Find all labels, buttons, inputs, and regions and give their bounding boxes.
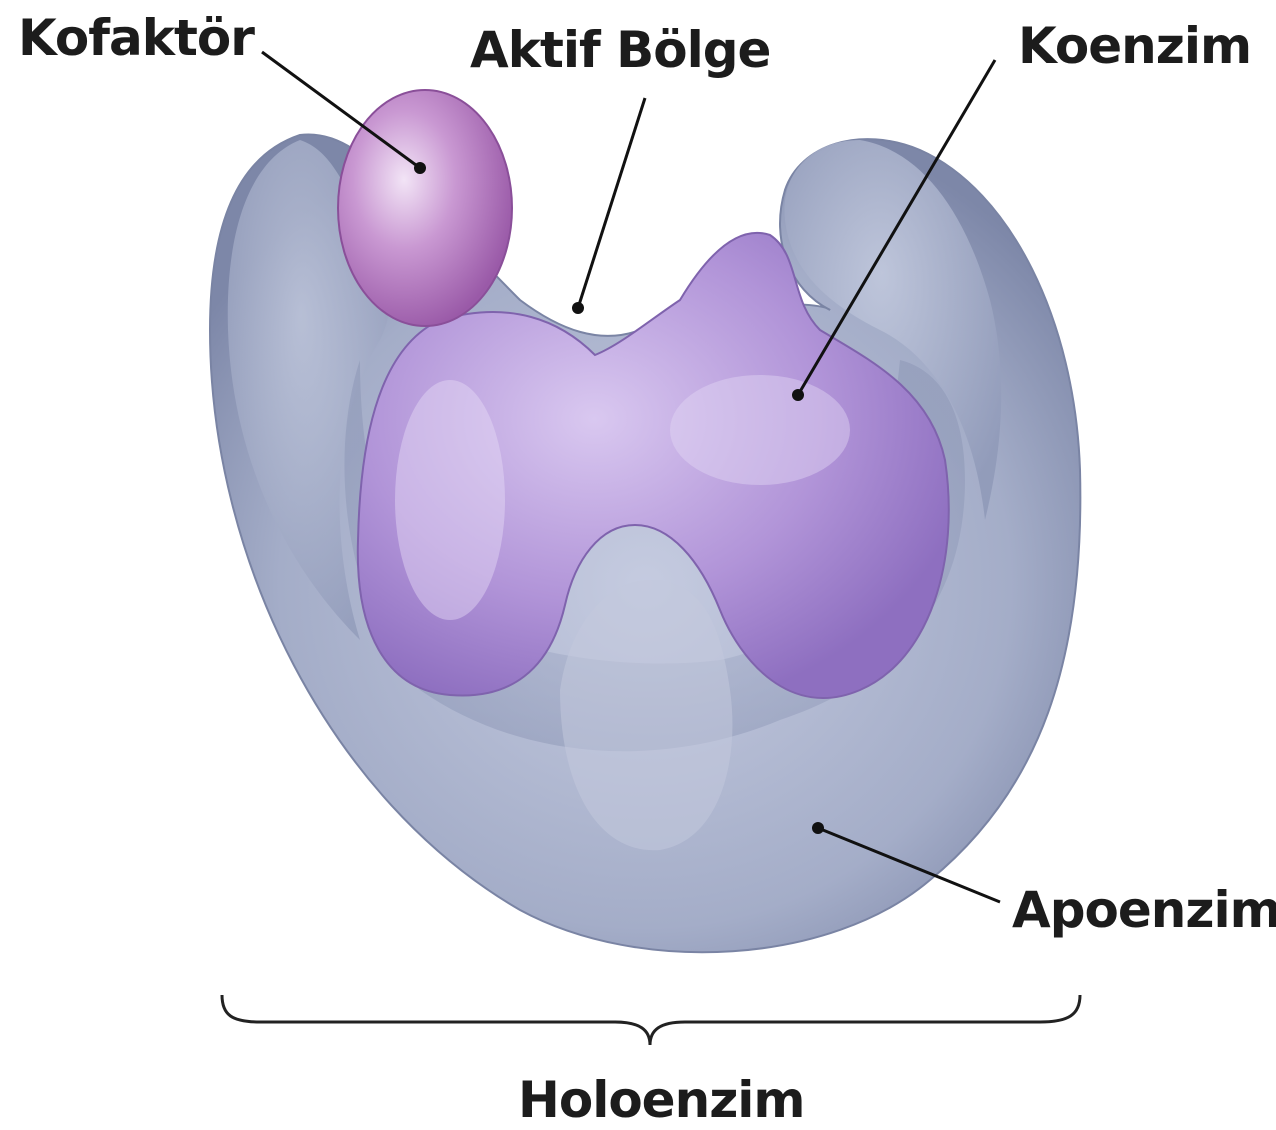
- apoenzyme-dot: [812, 822, 824, 834]
- holoenzyme-brace: [222, 995, 1080, 1045]
- coenzyme-highlight-right: [670, 375, 850, 485]
- cofactor-dot: [414, 162, 426, 174]
- active-site-label: Aktif Bölge: [470, 21, 770, 79]
- holoenzyme-label: Holoenzim: [518, 1071, 805, 1129]
- coenzyme-label: Koenzim: [1018, 17, 1251, 75]
- cofactor-label: Kofaktör: [18, 9, 255, 67]
- active-site-leader-line: [578, 98, 645, 308]
- apoenzyme-label: Apoenzim: [1012, 881, 1276, 939]
- coenzyme-dot: [792, 389, 804, 401]
- active-site-dot: [572, 302, 584, 314]
- coenzyme-highlight-left: [395, 380, 505, 620]
